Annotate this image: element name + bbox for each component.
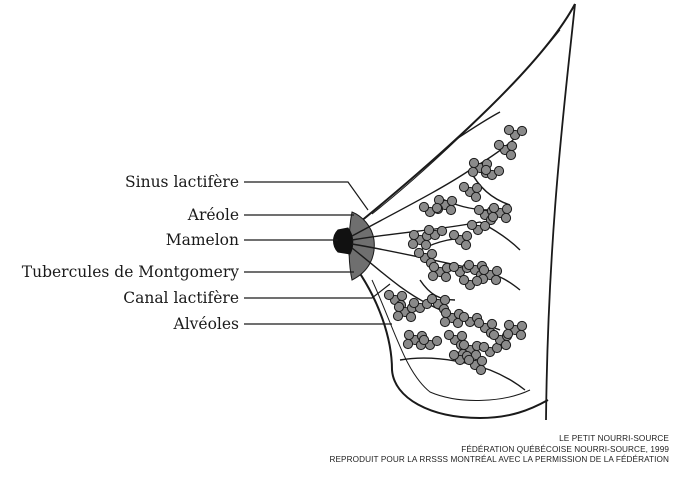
alveole [472, 276, 481, 285]
alveole [517, 126, 526, 135]
alveole [467, 220, 476, 229]
alveole [476, 365, 485, 374]
alveole [461, 240, 470, 249]
alveole [457, 331, 466, 340]
alveole [477, 356, 486, 365]
alveole-clusters [384, 125, 526, 374]
nipple [334, 228, 353, 254]
credit-line-1: LE PETIT NOURRI-SOURCE [329, 434, 669, 445]
alveole [449, 350, 458, 359]
alveole [506, 150, 515, 159]
alveole [397, 291, 406, 300]
alveole [419, 202, 428, 211]
alveole [481, 165, 490, 174]
alveole [441, 272, 450, 281]
alveole [494, 166, 503, 175]
alveole [404, 330, 413, 339]
alveole [474, 205, 483, 214]
alveole [414, 248, 423, 257]
alveole [419, 335, 428, 344]
alveole [459, 182, 468, 191]
credit-line-3: REPRODUIT POUR LA RRSSS MONTRÉAL AVEC LA… [329, 455, 669, 466]
alveole [432, 336, 441, 345]
alveole [447, 196, 456, 205]
alveole [444, 330, 453, 339]
alveole [479, 342, 488, 351]
alveole [424, 225, 433, 234]
label-sinus-lactifere: Sinus lactifère [125, 173, 239, 191]
alveole [409, 230, 418, 239]
alveole [441, 308, 450, 317]
alveole [428, 271, 437, 280]
alveole [472, 183, 481, 192]
credits-block: LE PETIT NOURRI-SOURCE FÉDÉRATION QUÉBÉC… [329, 434, 669, 466]
alveole [408, 239, 417, 248]
alveole [468, 167, 477, 176]
label-mamelon: Mamelon [166, 231, 239, 249]
alveole [494, 140, 503, 149]
alveole [480, 221, 489, 230]
alveole [491, 275, 500, 284]
alveole [421, 240, 430, 249]
alveole [504, 320, 513, 329]
alveole [449, 262, 458, 271]
alveole [406, 312, 415, 321]
label-canal-lactifere: Canal lactifère [123, 289, 239, 307]
alveole [384, 290, 393, 299]
alveole [459, 312, 468, 321]
alveole [474, 318, 483, 327]
label-alveoles: Alvéoles [174, 315, 240, 333]
alveole [501, 340, 510, 349]
label-tubercules-de-montgomery: Tubercules de Montgomery [22, 263, 239, 281]
alveole [488, 212, 497, 221]
alveole [517, 321, 526, 330]
alveole [459, 275, 468, 284]
alveole [429, 262, 438, 271]
alveole [487, 319, 496, 328]
alveole [394, 302, 403, 311]
alveole [479, 265, 488, 274]
leader-sinus [244, 182, 368, 210]
alveole [409, 298, 418, 307]
alveole [489, 203, 498, 212]
alveole [492, 266, 501, 275]
alveole [440, 317, 449, 326]
credit-line-2: FÉDÉRATION QUÉBÉCOISE NOURRI-SOURCE, 199… [329, 445, 669, 456]
alveole [427, 294, 436, 303]
alveole [427, 249, 436, 258]
alveole [432, 203, 441, 212]
alveole [501, 213, 510, 222]
alveole [489, 330, 498, 339]
label-areole: Aréole [188, 206, 239, 224]
alveole [464, 355, 473, 364]
alveole [462, 231, 471, 240]
alveole [464, 260, 473, 269]
alveole [469, 158, 478, 167]
alveole [403, 339, 412, 348]
chest-wall [546, 4, 575, 420]
alveole [440, 295, 449, 304]
alveole [471, 192, 480, 201]
alveole [504, 125, 513, 134]
alveole [502, 204, 511, 213]
alveole [503, 329, 512, 338]
alveole [507, 141, 516, 150]
alveole [446, 205, 455, 214]
alveole [459, 340, 468, 349]
alveole [393, 311, 402, 320]
alveole [449, 230, 458, 239]
alveole [437, 226, 446, 235]
alveole [516, 330, 525, 339]
